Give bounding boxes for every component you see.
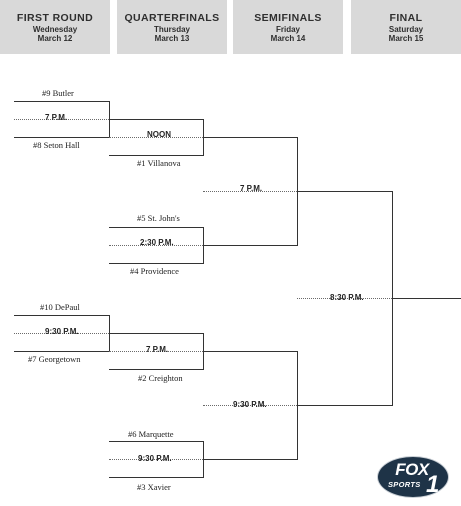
fox-sports-1-logo: FOX SPORTS 1 <box>377 456 449 498</box>
bracket-line <box>109 369 203 370</box>
bracket-line <box>109 263 203 264</box>
bracket-line <box>14 101 109 102</box>
round-name: FINAL <box>389 12 423 24</box>
game-time: 8:30 P.M. <box>330 293 364 302</box>
bracket-line <box>14 137 109 138</box>
round-name: FIRST ROUND <box>16 12 94 24</box>
game-time: 9:30 P.M. <box>233 400 267 409</box>
bracket-line <box>109 155 203 156</box>
bracket-line <box>109 441 203 442</box>
round-date: March 15 <box>388 34 424 43</box>
bracket-line <box>109 119 203 120</box>
team-creighton: #2 Creighton <box>138 373 183 383</box>
bracket-line <box>297 191 392 192</box>
round-date: March 13 <box>154 34 190 43</box>
game-time: 7 P.M. <box>240 184 263 193</box>
round-name: QUARTERFINALS <box>124 12 220 24</box>
bracket-line <box>203 191 297 192</box>
round-day: Saturday <box>388 25 424 34</box>
team-villanova: #1 Villanova <box>137 158 181 168</box>
logo-fox-text: FOX <box>395 460 429 479</box>
team-st-johns: #5 St. John's <box>137 213 180 223</box>
team-georgetown: #7 Georgetown <box>28 354 81 364</box>
round-date: March 12 <box>37 34 73 43</box>
round-header-final: FINAL Saturday March 15 <box>351 0 461 54</box>
bracket-line <box>14 351 109 352</box>
team-marquette: #6 Marquette <box>128 429 174 439</box>
game-time: NOON <box>147 130 171 139</box>
bracket-line <box>109 351 203 352</box>
round-day: Friday <box>275 25 300 34</box>
bracket-line <box>109 333 203 334</box>
logo-oval <box>377 456 449 498</box>
bracket-line <box>203 137 297 138</box>
game-time: 2:30 P.M. <box>140 238 174 247</box>
round-name: SEMIFINALS <box>254 12 322 24</box>
game-time: 7 P.M. <box>45 113 68 122</box>
logo-number: 1 <box>426 471 440 498</box>
bracket-line <box>109 227 203 228</box>
bracket-line <box>109 459 203 460</box>
round-header-first-round: FIRST ROUND Wednesday March 12 <box>0 0 110 54</box>
game-time: 9:30 P.M. <box>45 327 79 336</box>
team-xavier: #3 Xavier <box>137 482 171 492</box>
bracket-line <box>14 333 109 334</box>
team-seton-hall: #8 Seton Hall <box>33 140 80 150</box>
bracket-line <box>109 477 203 478</box>
bracket-line <box>203 405 297 406</box>
champion-line <box>392 298 461 299</box>
game-time: 7 P.M. <box>146 345 169 354</box>
round-day: Thursday <box>153 25 190 34</box>
bracket-line <box>14 119 109 120</box>
round-header-quarterfinals: QUARTERFINALS Thursday March 13 <box>117 0 227 54</box>
team-butler: #9 Butler <box>42 88 74 98</box>
bracket-line <box>109 245 203 246</box>
bracket-line <box>109 137 203 138</box>
team-depaul: #10 DePaul <box>40 302 80 312</box>
game-time: 9:30 P.M. <box>138 454 172 463</box>
bracket-line <box>297 405 392 406</box>
round-date: March 14 <box>270 34 306 43</box>
bracket-line <box>297 298 392 299</box>
bracket-line <box>203 351 297 352</box>
bracket-line <box>203 245 297 246</box>
team-providence: #4 Providence <box>130 266 179 276</box>
bracket-line <box>203 459 297 460</box>
logo-sports-text: SPORTS <box>388 480 421 489</box>
bracket-line <box>14 315 109 316</box>
round-header-semifinals: SEMIFINALS Friday March 14 <box>233 0 343 54</box>
round-day: Wednesday <box>32 25 78 34</box>
